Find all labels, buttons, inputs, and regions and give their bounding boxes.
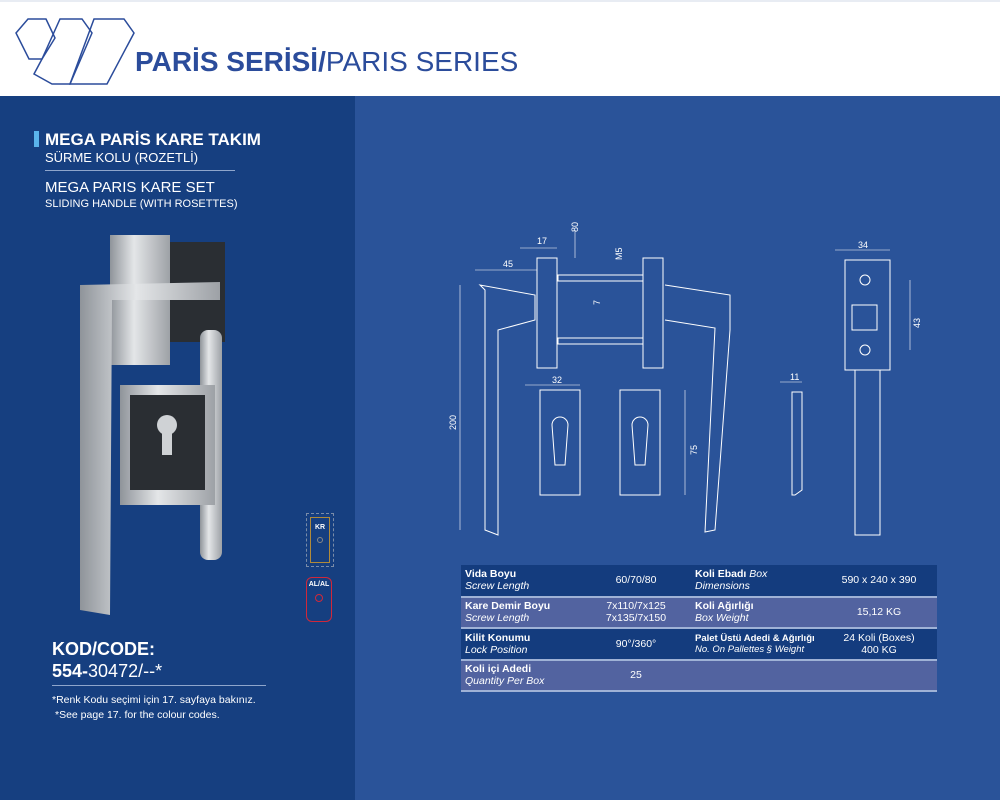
color-swatch-kr[interactable]: KR bbox=[306, 513, 334, 567]
color-swatch-al[interactable]: AL/AL bbox=[306, 577, 332, 622]
header: PARİS SERİSİ/PARIS SERIES bbox=[0, 0, 1000, 96]
product-sub-tr: SÜRME KOLU (ROZETLİ) bbox=[45, 150, 199, 165]
product-code: KOD/CODE: 554-30472/--* bbox=[52, 639, 163, 681]
product-title-block: MEGA PARİS KARE TAKIM SÜRME KOLU (ROZETL… bbox=[34, 130, 261, 210]
svg-text:M5: M5 bbox=[614, 247, 624, 260]
technical-drawing: 45 17 80 M5 7 200 32 75 34 43 11 bbox=[448, 222, 922, 536]
page-title: PARİS SERİSİ/PARIS SERIES bbox=[135, 46, 519, 77]
product-sub-en: SLIDING HANDLE (WITH ROSETTES) bbox=[45, 198, 238, 210]
svg-text:80: 80 bbox=[570, 222, 580, 232]
product-photo bbox=[80, 235, 225, 615]
accent-bar bbox=[34, 131, 39, 147]
svg-text:43: 43 bbox=[912, 318, 922, 328]
svg-text:17: 17 bbox=[537, 236, 547, 246]
svg-text:34: 34 bbox=[858, 240, 868, 250]
product-name-tr: MEGA PARİS KARE TAKIM bbox=[45, 130, 261, 149]
product-name-en: MEGA PARIS KARE SET bbox=[45, 179, 215, 196]
company-logo bbox=[15, 18, 135, 85]
colour-notes: *Renk Kodu seçimi için 17. sayfaya bakın… bbox=[52, 694, 256, 721]
svg-text:32: 32 bbox=[552, 375, 562, 385]
svg-text:45: 45 bbox=[503, 259, 513, 269]
svg-text:11: 11 bbox=[790, 372, 799, 382]
svg-text:200: 200 bbox=[448, 415, 458, 430]
svg-text:75: 75 bbox=[689, 445, 699, 455]
svg-text:7: 7 bbox=[592, 300, 602, 305]
